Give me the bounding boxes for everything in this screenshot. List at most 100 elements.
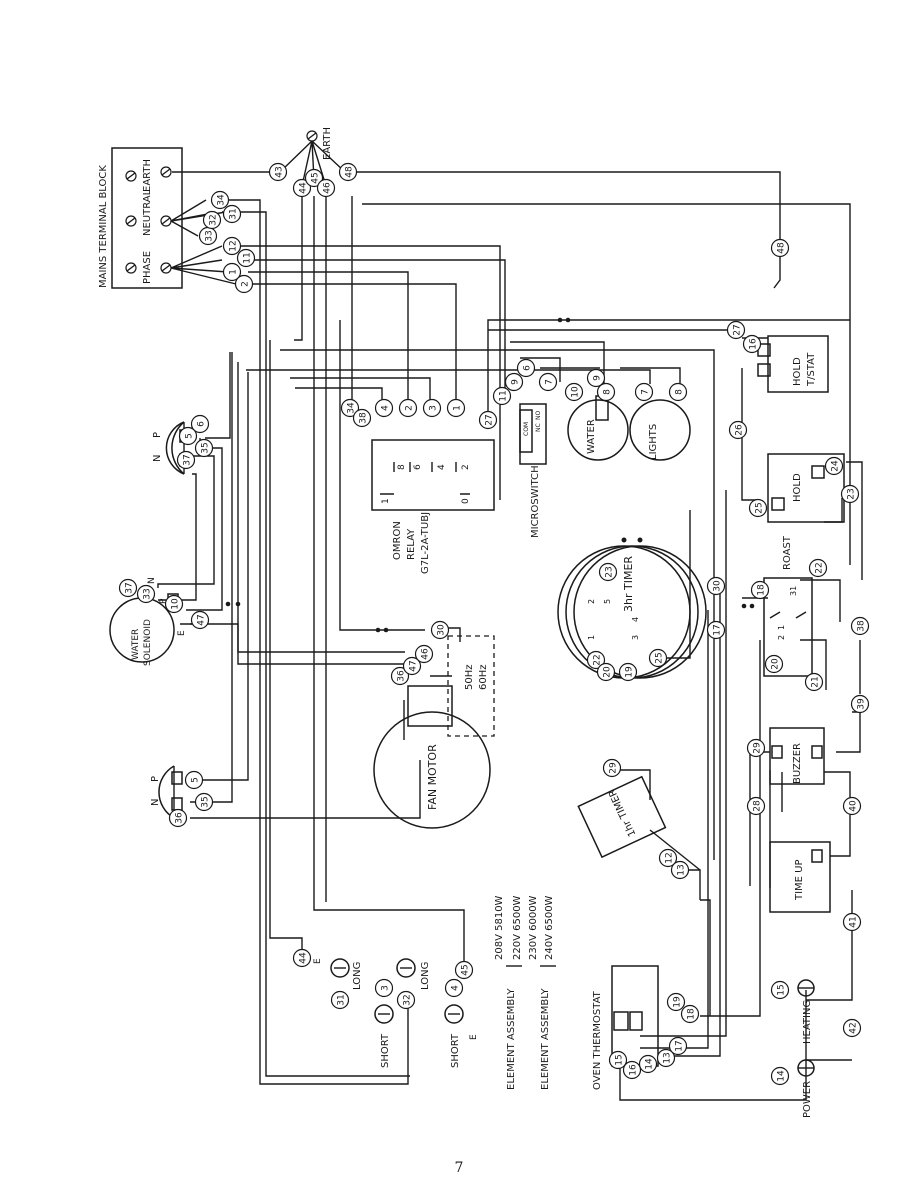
wire-tag-circle <box>190 414 210 434</box>
wire-tag-label: 3 <box>381 985 391 991</box>
microswitch: MICROSWITCH COM NO NC <box>519 403 547 538</box>
wire-tag-19: 19 <box>618 662 638 682</box>
wire-tag-circle <box>234 274 254 294</box>
wire-tag-label: 27 <box>733 324 743 335</box>
wire-tag-circle <box>454 960 474 980</box>
wire-tag-48: 48 <box>770 238 790 258</box>
lights-label: LIGHTS <box>648 424 659 460</box>
wire-tag-17: 17 <box>668 1036 688 1056</box>
wire-tag-27: 27 <box>726 320 746 340</box>
wire-tag-label: 41 <box>849 916 859 927</box>
element-short-2: SHORT E <box>444 1004 479 1068</box>
wire-tag-label: 32 <box>209 214 219 225</box>
wire-tag-12: 12 <box>222 236 242 256</box>
wire-tag-circle <box>194 438 214 458</box>
elements: LONG E LONG SHORT SHORT E <box>313 958 479 1068</box>
terminal-screw-neutral <box>125 215 137 227</box>
wire-tag-12: 12 <box>658 848 678 868</box>
element-short-2-label: SHORT <box>450 1033 461 1068</box>
wire-tag-label: 43 <box>275 166 285 177</box>
element-assembly-label-1: ELEMENT ASSEMBLY <box>506 987 517 1090</box>
wire-tag-15: 15 <box>770 980 790 1000</box>
wire-tag-11: 11 <box>236 248 256 268</box>
element-assembly-label-2: ELEMENT ASSEMBLY <box>540 987 551 1090</box>
wire-tag-circle <box>564 382 584 402</box>
wire-tag-35: 35 <box>194 792 214 812</box>
wire-tag-label: 8 <box>675 389 685 395</box>
wire-tag-5: 5 <box>178 426 198 446</box>
wire-tag-label: 34 <box>347 402 357 414</box>
wire-tag-46: 46 <box>316 178 336 198</box>
fan-motor: FAN MOTOR 50Hz 60Hz <box>373 635 495 829</box>
time-up-label: TIME UP <box>794 859 805 901</box>
wire-tag-circle <box>330 990 350 1010</box>
wire-tag-label: 47 <box>197 614 207 625</box>
wire-tag-circle <box>352 408 372 428</box>
wire-tag-label: 39 <box>857 698 867 710</box>
wire-tag-10: 10 <box>164 594 184 614</box>
wire-tag-13: 13 <box>670 860 690 880</box>
wire-tag-circle <box>136 584 156 604</box>
wire-tag-circle <box>236 248 256 268</box>
wire-tag-label: 34 <box>217 194 227 206</box>
wire-tag-24: 24 <box>824 456 844 476</box>
buzzer-label: BUZZER <box>792 743 803 784</box>
wiring <box>157 140 863 1101</box>
wire-tag-28: 28 <box>746 796 766 816</box>
omron-relay: OMRON RELAY G7L-2A-TUBJ 1 8 6 4 2 0 <box>371 439 495 574</box>
wire-tag-circle <box>164 594 184 614</box>
wire-tag-22: 22 <box>586 650 606 670</box>
terminal-screw-phase-right <box>160 262 172 274</box>
wire-tag-16: 16 <box>622 1060 642 1080</box>
relay-pin-2: 2 <box>461 464 471 470</box>
wire-tag-label: 20 <box>603 666 613 678</box>
wire-tag-45: 45 <box>454 960 474 980</box>
wire-tag-circle <box>586 650 606 670</box>
wire-tag-circle <box>808 558 828 578</box>
dome-lower-n: N <box>150 799 161 806</box>
element-short-1-label: SHORT <box>380 1033 391 1068</box>
wire-tag-42: 42 <box>842 1018 862 1038</box>
wire-tag-label: 12 <box>665 852 675 863</box>
wire-number-tags: 1211123332313443444546484865353737331047… <box>118 162 870 1086</box>
wire-tag-7: 7 <box>538 372 558 392</box>
wire-tag-label: 16 <box>629 1064 639 1076</box>
wire-tag-circle <box>414 644 434 664</box>
wire-tag-circle <box>184 770 204 790</box>
element-short-1: SHORT <box>374 1004 394 1068</box>
wire-tag-label: 16 <box>749 338 759 350</box>
wire-tag-circle <box>586 368 606 388</box>
rating-220v: 220V 6500W <box>512 895 523 960</box>
wire-tag-15: 15 <box>608 1050 628 1070</box>
wire-tag-30: 30 <box>430 620 450 640</box>
dome-lower-p: P <box>150 776 161 782</box>
wire-tag-circle <box>176 450 196 470</box>
wire-tag-36: 36 <box>168 808 188 828</box>
wire-tag-label: 10 <box>571 386 581 398</box>
hold-tstat-label-1: HOLD <box>792 357 803 386</box>
wire-tag-29: 29 <box>746 738 766 758</box>
wire-tag-4: 4 <box>374 398 394 418</box>
wire-tag-3: 3 <box>374 978 394 998</box>
wire-tag-label: 6 <box>523 365 533 371</box>
wire-tag-circle <box>210 190 230 210</box>
wire-tag-circle <box>658 848 678 868</box>
wire-tag-circle <box>618 662 638 682</box>
buzzer: BUZZER <box>769 727 825 785</box>
wire-tag-circle <box>770 980 790 1000</box>
wire-tag-21: 21 <box>804 672 824 692</box>
wire-tag-circle <box>728 420 748 440</box>
wire-tag-6: 6 <box>516 358 536 378</box>
wire-tag-label: 10 <box>171 598 181 610</box>
element-assembly-ratings: ELEMENT ASSEMBLY ELEMENT ASSEMBLY 208V 5… <box>494 895 556 1090</box>
wire-tag-circle <box>422 398 442 418</box>
junction-dots <box>225 317 755 633</box>
wire-tag-label: 31 <box>337 994 347 1005</box>
timer-pin-2: 2 <box>587 599 596 604</box>
wire-tag-circle <box>668 1036 688 1056</box>
earth-label: EARTH <box>322 127 333 160</box>
wire-tag-label: 4 <box>451 985 461 991</box>
wire-tag-20: 20 <box>764 654 784 674</box>
wire-tag-18: 18 <box>680 1004 700 1024</box>
wire-tag-circle <box>746 738 766 758</box>
